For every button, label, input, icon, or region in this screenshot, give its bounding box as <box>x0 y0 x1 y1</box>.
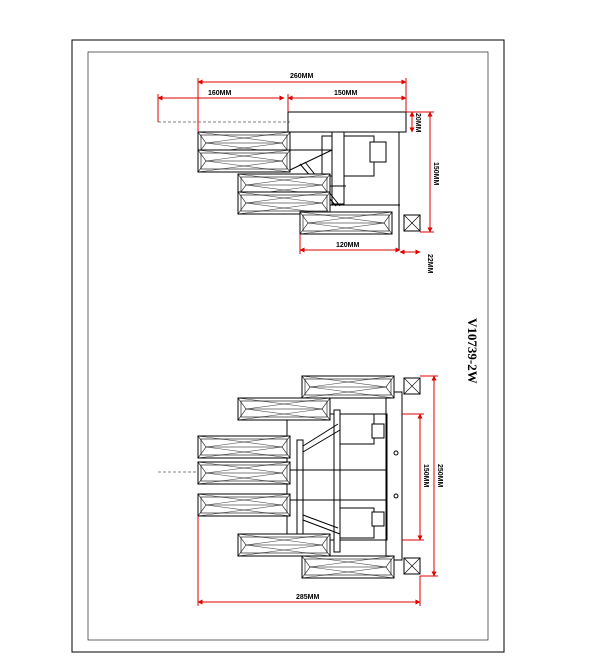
front-wall-plate <box>385 391 403 561</box>
front-shade-3 <box>197 435 291 459</box>
dim-250-label: 250MM <box>436 464 443 488</box>
top-end-block <box>403 214 421 232</box>
front-shade-2 <box>237 397 331 421</box>
top-view: 260MM 160MM 150MM 20MM 150MM 120MM 22MM <box>157 73 439 274</box>
front-shade-6 <box>237 533 331 557</box>
dim-150v-label: 150MM <box>432 162 439 186</box>
dim-120-label: 120MM <box>336 242 360 249</box>
top-housing-cap <box>369 141 387 163</box>
top-base-plate <box>287 111 407 133</box>
front-end-block-top <box>403 377 421 395</box>
dim-20-label: 20MM <box>414 113 421 133</box>
sheet-border <box>71 39 505 653</box>
top-arm-diag <box>289 149 333 171</box>
dim-160-label: 160MM <box>208 90 232 97</box>
dim-22-label: 22MM <box>426 254 433 274</box>
model-number: V10739-2W <box>465 318 480 384</box>
front-center-post <box>296 439 304 545</box>
top-shade-2 <box>197 149 291 173</box>
front-side-post <box>333 409 341 553</box>
front-shade-5 <box>197 493 291 517</box>
dim-150f-label: 150MM <box>422 464 429 488</box>
front-end-block-bottom <box>403 557 421 575</box>
front-housing-bottom <box>337 507 375 539</box>
front-view: 250MM 150MM 285MM <box>158 375 443 606</box>
dim-285-label: 285MM <box>296 594 320 601</box>
dim-150-label: 150MM <box>334 90 358 97</box>
top-housing <box>321 135 375 177</box>
front-shade-7 <box>301 555 395 579</box>
top-post <box>331 131 345 205</box>
dim-260-label: 260MM <box>290 73 314 80</box>
sheet-inner-border <box>87 51 489 641</box>
front-shade-1 <box>301 375 395 399</box>
top-shade-4 <box>237 191 331 215</box>
front-housing-top <box>337 413 375 445</box>
top-shade-5 <box>299 211 393 235</box>
front-shade-4 <box>197 461 291 485</box>
